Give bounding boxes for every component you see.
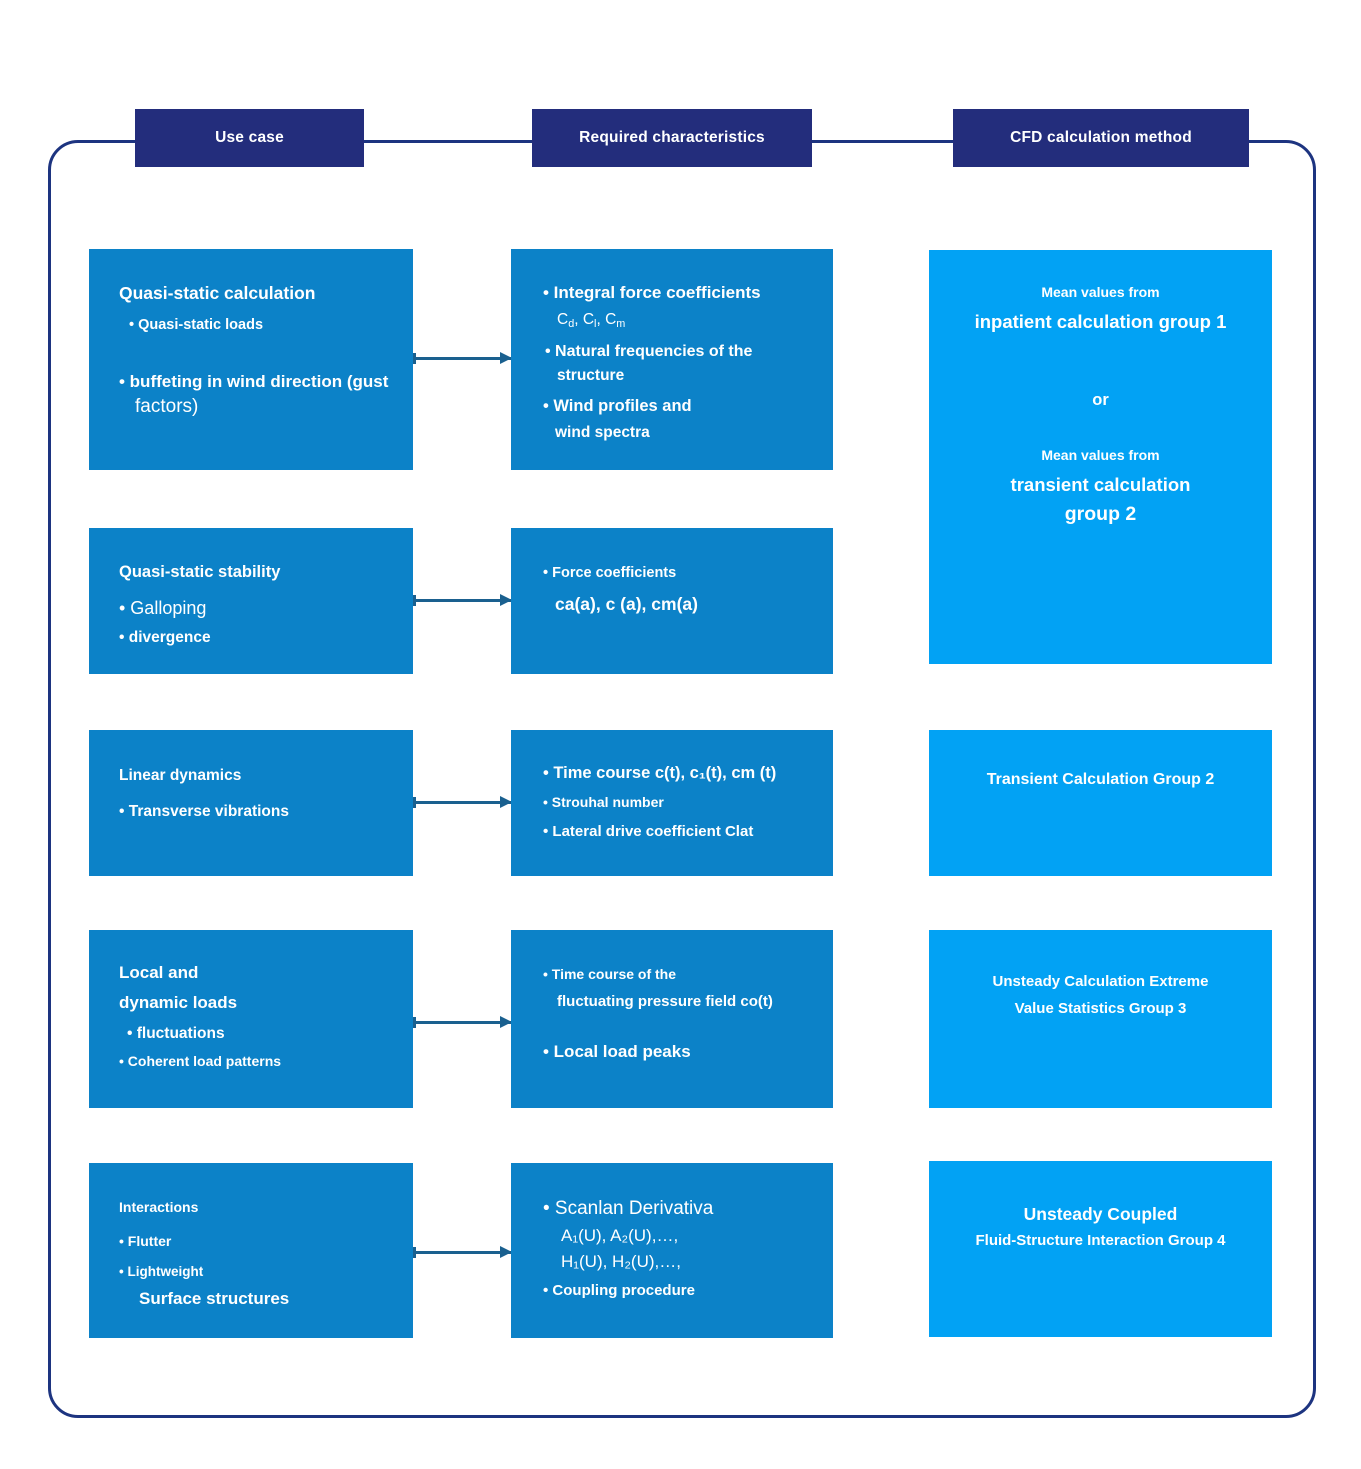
text-line: • Scanlan Derivativa (543, 1198, 714, 1219)
text-line: • divergence (119, 629, 211, 647)
text-line: • buffeting in wind direction (gust (119, 371, 389, 391)
text-line: • Lightweight (119, 1263, 204, 1279)
text-line: A₁(U), A₂(U),…, (561, 1226, 679, 1246)
text-line: inpatient calculation group 1 (974, 310, 1227, 332)
text-line: • fluctuations (127, 1024, 225, 1042)
text-line: Linear dynamics (119, 767, 242, 784)
text-line: ca(a), c (a), cm(a) (555, 593, 698, 614)
text-line: Unsteady Coupled (1023, 1204, 1178, 1224)
force-coefficient-symbols: Cd, Cl, Cm (557, 310, 626, 330)
flow-arrow-row1 (413, 352, 512, 364)
flow-arrow-row4 (413, 1016, 512, 1028)
use-case-box-row5: Interactions • Flutter • Lightweight Sur… (89, 1163, 413, 1338)
text-line: or (1092, 390, 1109, 409)
text-line: Quasi-static stability (119, 563, 281, 581)
text-line: • Flutter (119, 1232, 172, 1249)
use-case-box-row2: Quasi-static stability • Galloping • div… (89, 528, 413, 674)
header-required-characteristics: Required characteristics (532, 109, 812, 167)
required-box-row1: • Integral force coefficients Cd, Cl, Cm… (511, 249, 833, 470)
method-box-row1: Mean values from inpatient calculation g… (929, 250, 1272, 664)
text-line: Fluid-Structure Interaction Group 4 (975, 1232, 1226, 1250)
use-case-box-row1: Quasi-static calculation • Quasi-static … (89, 249, 413, 470)
required-box-row3: • Time course c(t), c₁(t), cm (t) • Stro… (511, 730, 833, 876)
text-line: H₁(U), H₂(U),…, (561, 1252, 681, 1272)
text-line: • Quasi-static loads (129, 317, 264, 334)
required-box-row5: • Scanlan Derivativa A₁(U), A₂(U),…, H₁(… (511, 1163, 833, 1338)
flow-arrow-row2 (413, 594, 512, 606)
text-line: Value Statistics Group 3 (1014, 1000, 1187, 1018)
text-line: • Local load peaks (543, 1042, 691, 1062)
method-box-row4: Unsteady Calculation Extreme Value Stati… (929, 930, 1272, 1108)
method-box-row5: Unsteady Coupled Fluid-Structure Interac… (929, 1161, 1272, 1337)
flow-arrow-row3 (413, 796, 512, 808)
text-line: Mean values from (1041, 284, 1160, 300)
text-line: • Coherent load patterns (119, 1053, 282, 1070)
header-cfd-calculation-method: CFD calculation method (953, 109, 1249, 167)
text-line: • Time course c(t), c₁(t), cm (t) (543, 764, 777, 782)
text-line: transient calculation (1010, 473, 1191, 495)
text-line: • Time course of the (543, 966, 677, 982)
required-box-row4: • Time course of the fluctuating pressur… (511, 930, 833, 1108)
text-line: • Galloping (119, 598, 207, 619)
text-line: Transient Calculation Group 2 (986, 771, 1215, 788)
text-line: dynamic loads (119, 992, 238, 1012)
text-line: Mean values from (1041, 446, 1160, 463)
text-line: • Integral force coefficients (543, 283, 761, 302)
text-line: • Force coefficients (543, 565, 677, 581)
text-line: wind spectra (555, 424, 650, 442)
text-line: • Wind profiles and (543, 396, 692, 415)
text-line: • Natural frequencies of the (545, 342, 753, 360)
text-line: Surface structures (139, 1289, 290, 1309)
text-line: fluctuating pressure field co(t) (557, 992, 773, 1010)
text-line: Unsteady Calculation Extreme (992, 973, 1209, 990)
use-case-box-row4: Local and dynamic loads • fluctuations •… (89, 930, 413, 1108)
header-use-case: Use case (135, 109, 364, 167)
method-box-row3: Transient Calculation Group 2 (929, 730, 1272, 876)
text-line: Interactions (119, 1199, 199, 1215)
text-line: Quasi-static calculation (119, 283, 316, 303)
text-line: • Transverse vibrations (119, 802, 289, 820)
flow-arrow-row5 (413, 1246, 512, 1258)
text-line: Local and (119, 963, 199, 982)
text-line: factors) (135, 395, 199, 417)
text-line: group 2 (1064, 503, 1137, 526)
text-line: • Strouhal number (543, 794, 664, 811)
use-case-box-row3: Linear dynamics • Transverse vibrations (89, 730, 413, 876)
text-line: • Lateral drive coefficient Clat (543, 823, 754, 841)
text-line: • Coupling procedure (543, 1281, 695, 1299)
text-line: structure (557, 367, 625, 385)
required-box-row2: • Force coefficients ca(a), c (a), cm(a) (511, 528, 833, 674)
